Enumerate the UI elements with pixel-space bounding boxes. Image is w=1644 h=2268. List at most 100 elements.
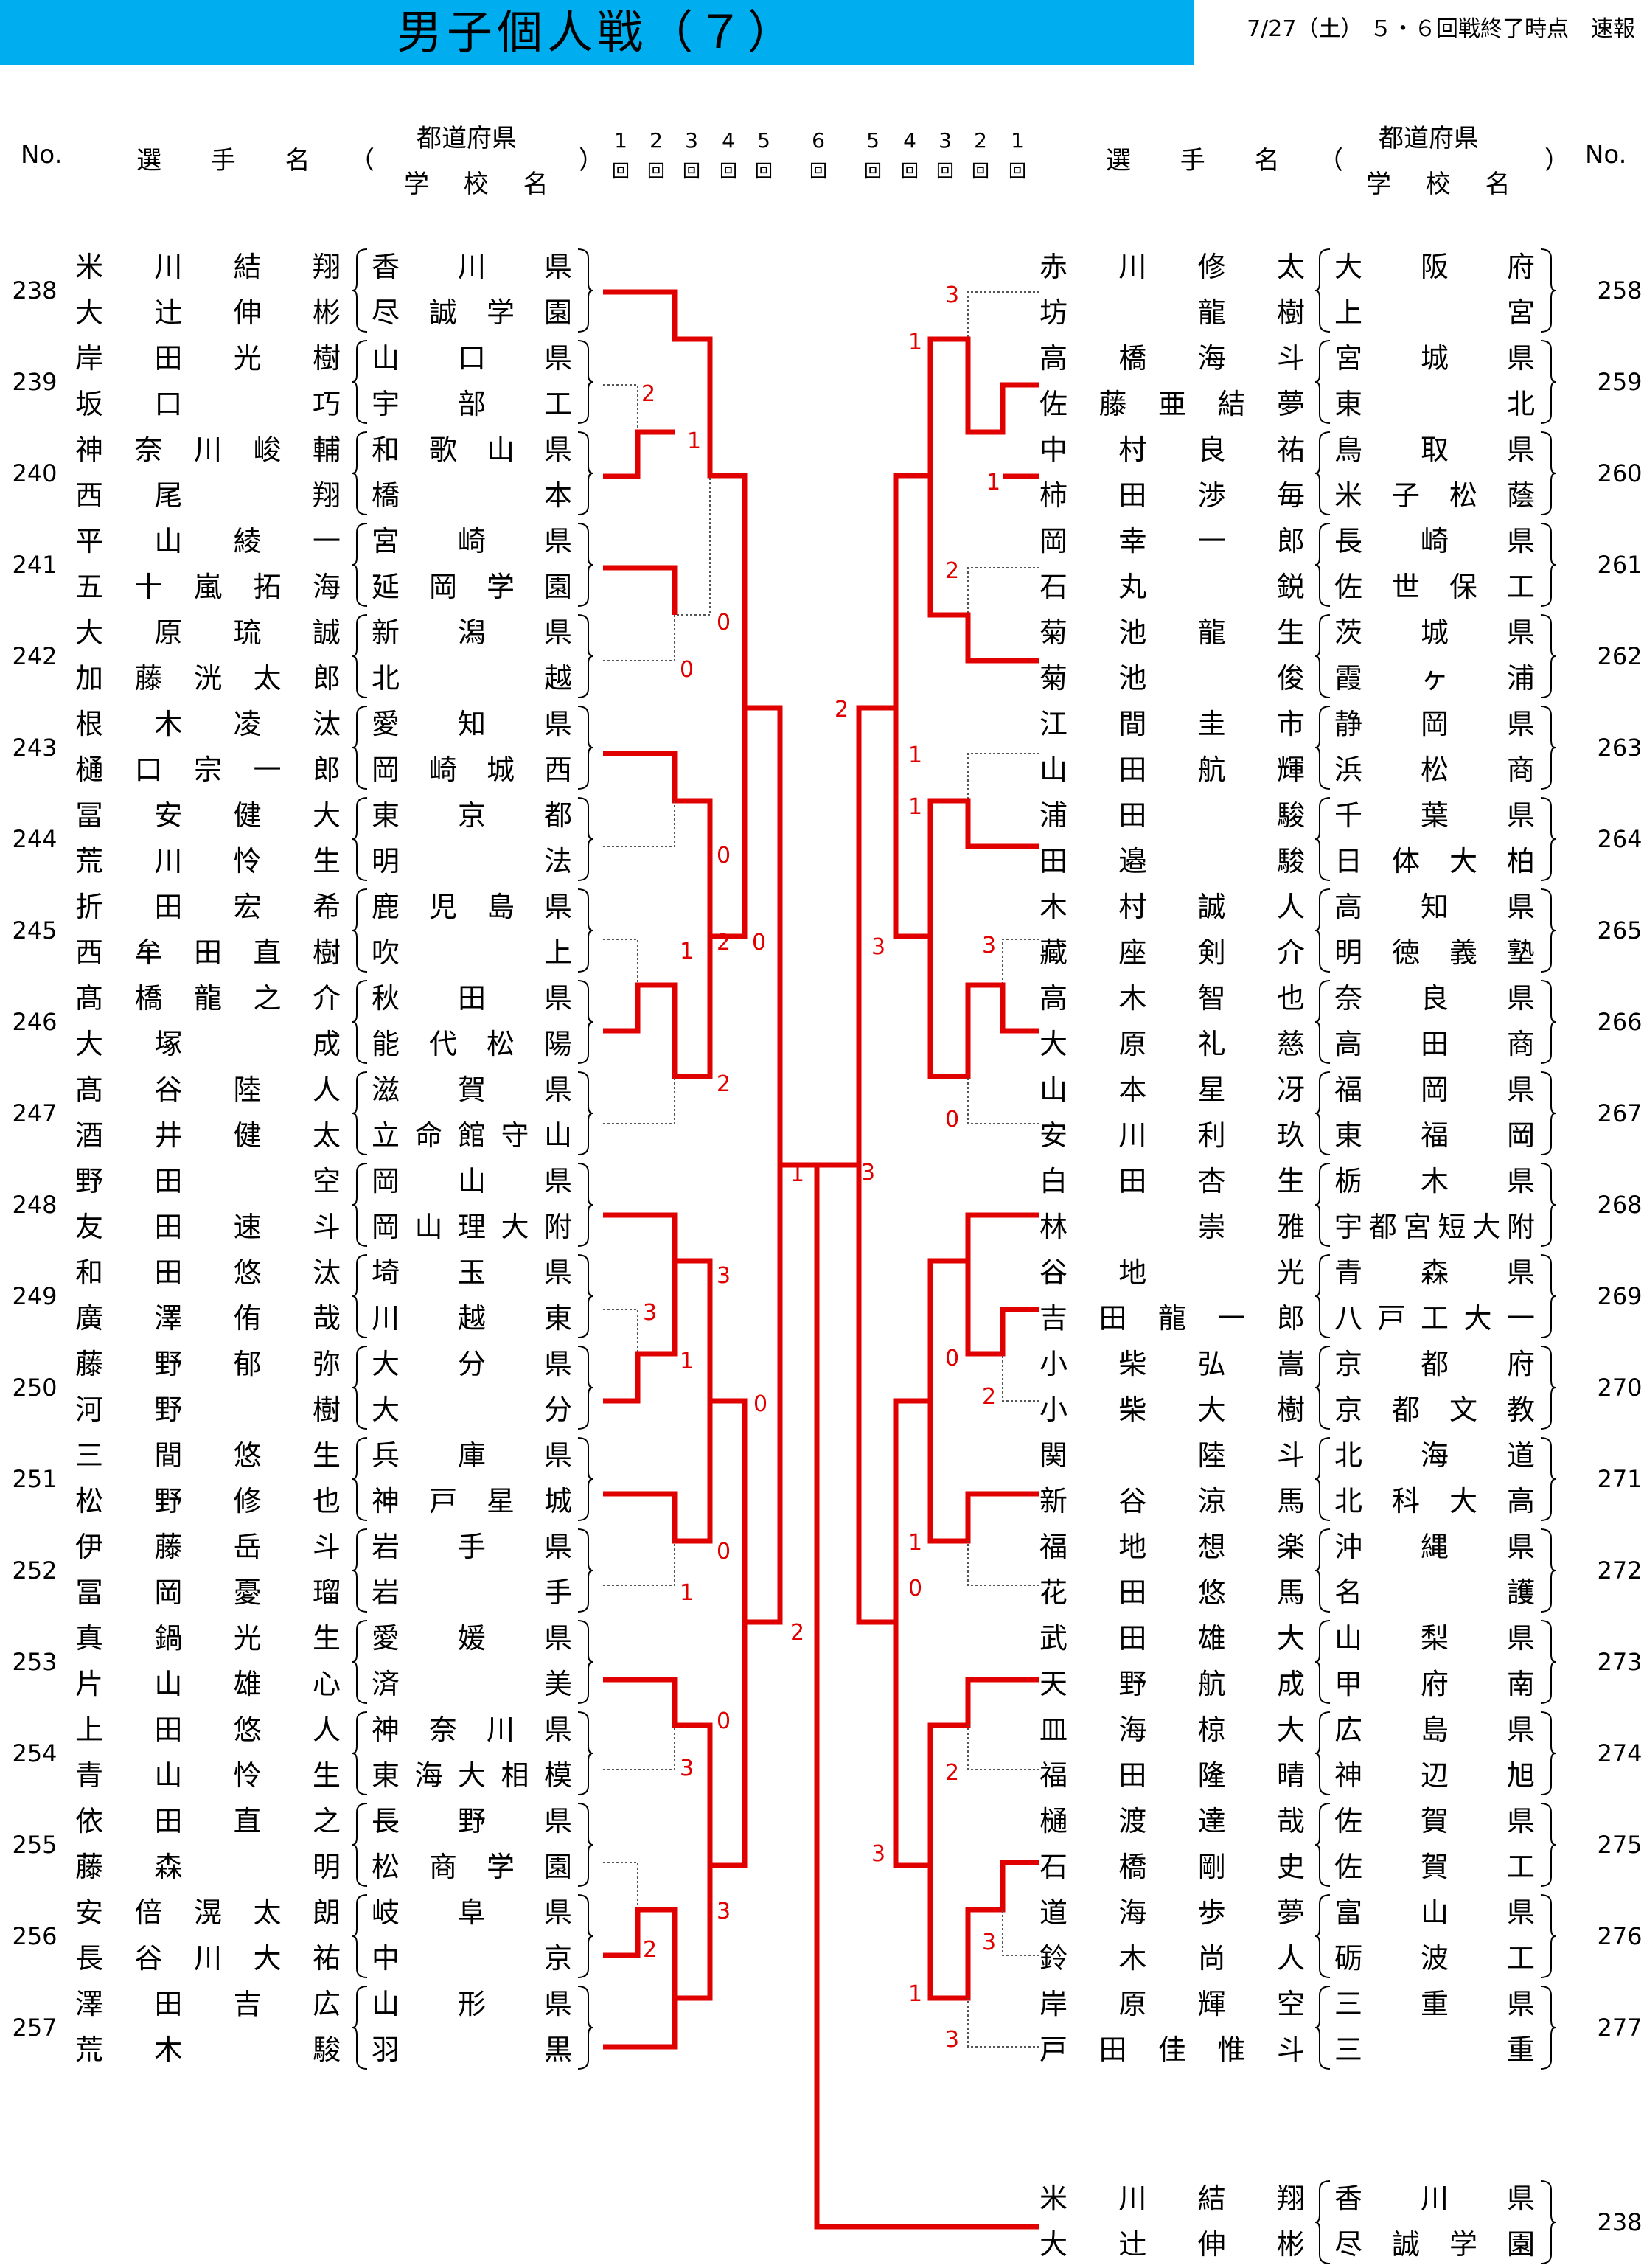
player-name: 片山雄心 [75, 1668, 341, 1700]
school-name: 明法 [372, 845, 572, 877]
school-name: 岩手 [372, 1576, 572, 1609]
player-name: 佐藤亜結夢 [1039, 388, 1305, 420]
open-brace-icon [1314, 796, 1333, 882]
bracket-winner-line [817, 336, 1039, 1168]
player-name: 米川結翔 [1039, 2182, 1305, 2215]
match-score: 2 [982, 1384, 997, 1410]
player-name: 平山綾一 [75, 525, 341, 557]
round-header-left-1: 1 [614, 128, 627, 153]
entry-number: 264 [1597, 825, 1643, 853]
player-name: 根木凌汰 [75, 708, 341, 740]
open-brace-icon [1314, 979, 1333, 1065]
open-brace-icon [352, 796, 370, 882]
school-name: 甲府南 [1334, 1668, 1535, 1700]
entry-number: 272 [1597, 1556, 1643, 1585]
round-header-left-3: 3 [685, 128, 698, 153]
player-name: 荒川怜生 [75, 845, 341, 877]
prefecture: 福岡県 [1334, 1074, 1535, 1106]
match-score: 1 [680, 1349, 694, 1374]
open-brace-icon [1314, 1528, 1333, 1613]
player-name: 野田 空 [75, 1165, 341, 1197]
entry-number: 266 [1597, 1008, 1643, 1036]
bracket-line [603, 1862, 675, 1910]
entry-number: 270 [1597, 1374, 1643, 1402]
school-name: 米子松蔭 [1334, 479, 1535, 512]
prefecture: 岡山県 [372, 1165, 572, 1197]
match-score: 0 [717, 1539, 731, 1565]
page-title: 男子個人戦（７） [396, 5, 798, 59]
entry-number: 260 [1597, 459, 1643, 487]
player-name: 高木智也 [1039, 982, 1305, 1015]
open-brace-icon [352, 1985, 370, 2070]
prefecture: 香川県 [372, 251, 572, 283]
player-name: 浦田 駿 [1039, 799, 1305, 832]
bracket-winner-line [603, 289, 817, 1168]
open-brace-icon [352, 248, 370, 333]
player-name: 西牟田直樹 [75, 936, 341, 969]
player-name: 和田悠汰 [75, 1256, 341, 1289]
player-name: 友田速斗 [75, 1211, 341, 1243]
player-name: 菊池龍生 [1039, 616, 1305, 649]
prefecture: 山口県 [372, 342, 572, 375]
bracket-winner-line [603, 1401, 713, 1544]
round-header-left-5-kai: 回 [755, 161, 773, 181]
match-score: 1 [790, 1161, 805, 1187]
entry-number: 249 [12, 1282, 58, 1310]
match-score: 1 [908, 1530, 923, 1556]
match-score: 2 [717, 1071, 731, 1097]
prefecture: 和歌山県 [372, 434, 572, 466]
round-header-right-1: 1 [1011, 128, 1024, 153]
player-name: 花田悠馬 [1039, 1576, 1305, 1609]
prefecture: 千葉県 [1334, 799, 1535, 832]
match-score: 0 [945, 1346, 960, 1371]
entry-number: 240 [12, 459, 58, 487]
player-name: 道海歩夢 [1039, 1896, 1305, 1929]
bracket-line [967, 753, 1039, 801]
prefecture: 茨城県 [1334, 616, 1535, 649]
prefecture: 大阪府 [1334, 251, 1535, 283]
open-brace-icon [352, 1893, 370, 1979]
open-brace-icon [352, 1071, 370, 1156]
bracket-line [1002, 1354, 1039, 1402]
prefecture: 沖縄県 [1334, 1531, 1535, 1563]
match-score: 3 [861, 1160, 876, 1186]
open-brace-icon [1314, 431, 1333, 516]
player-name: 大辻伸彬 [75, 296, 341, 329]
entry-number: 244 [12, 825, 58, 853]
open-brace-icon [1314, 1436, 1333, 1522]
bracket-winner-line [603, 1212, 748, 1622]
player-name: 武田雄大 [1039, 1622, 1305, 1655]
school-name: 大分 [372, 1394, 572, 1426]
school-name: 明徳義塾 [1334, 936, 1535, 969]
header-pref-left: 都道府県 [417, 124, 517, 153]
open-brace-icon [1314, 522, 1333, 608]
player-name: 大塚 成 [75, 1028, 341, 1060]
bracket-line [967, 1998, 1039, 2048]
player-name: 吉田龍一郎 [1039, 1302, 1305, 1335]
open-brace-icon [1314, 1162, 1333, 1248]
header-player-left: 選 手 名 [136, 146, 331, 175]
match-score: 3 [945, 2027, 960, 2053]
prefecture: 滋賀県 [372, 1074, 572, 1106]
player-name: 中村良祐 [1039, 434, 1305, 466]
school-name: 佐賀工 [1334, 1851, 1535, 1883]
bracket-line [603, 939, 675, 986]
round-header-left-3-kai: 回 [683, 161, 700, 181]
open-brace-icon [1314, 1071, 1333, 1156]
open-brace-icon [352, 1528, 370, 1613]
bracket-winner-line [814, 1165, 1039, 2230]
open-brace-icon [352, 613, 370, 699]
school-name: 岡山理大附 [372, 1211, 572, 1243]
school-name: 尽誠学園 [372, 296, 572, 329]
school-name: 能代松陽 [372, 1028, 572, 1060]
round-header-left-2-kai: 回 [647, 161, 665, 181]
